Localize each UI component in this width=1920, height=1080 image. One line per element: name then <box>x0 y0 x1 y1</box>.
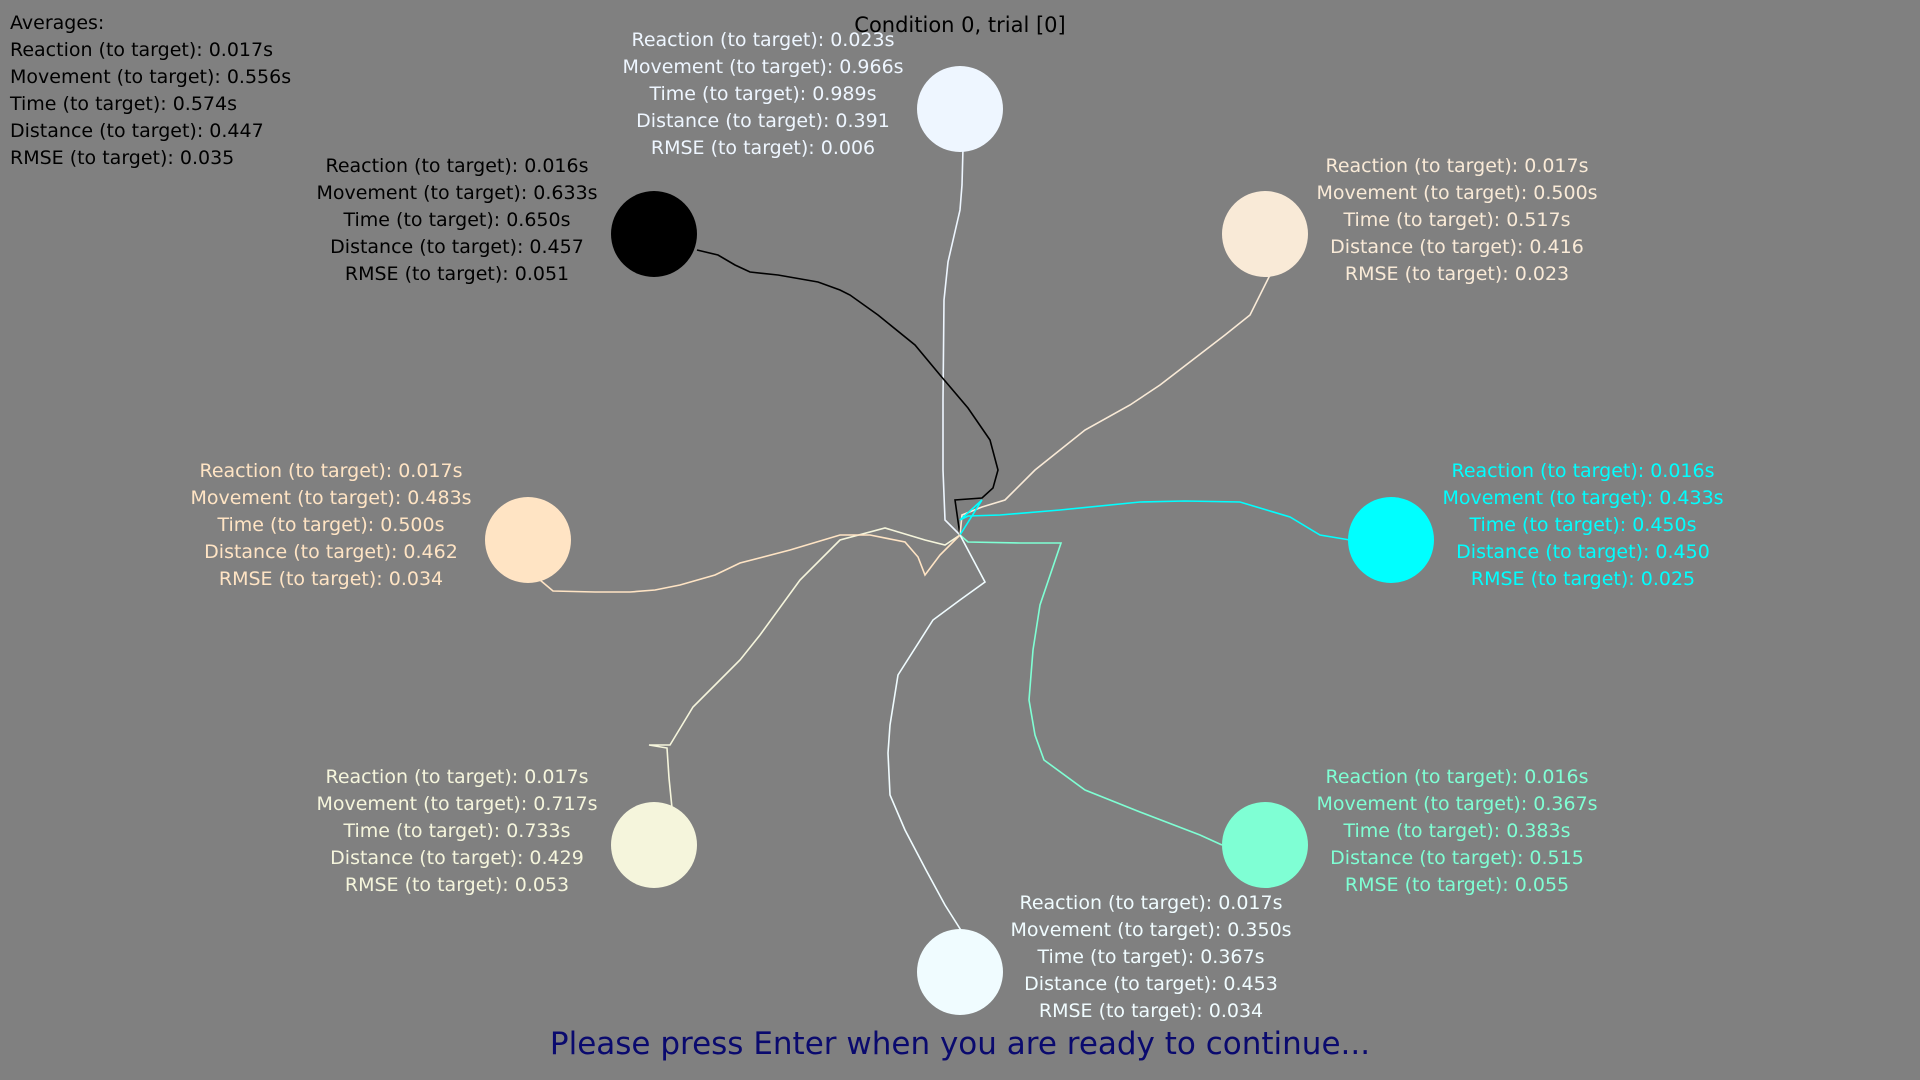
trajectory-top-right <box>959 273 1272 536</box>
stats-time: Time (to target): 0.733s <box>343 820 571 842</box>
trajectory-top-left <box>696 249 999 536</box>
stats-rmse: RMSE (to target): 0.051 <box>344 263 570 285</box>
stats-time: Time (to target): 0.517s <box>1343 209 1571 231</box>
target-left <box>485 497 571 583</box>
stats-distance: Distance (to target): 0.457 <box>330 236 584 258</box>
trajectory-right <box>959 499 1351 541</box>
stats-reaction: Reaction (to target): 0.023s <box>631 29 895 51</box>
averages-rmse: RMSE (to target): 0.035 <box>10 147 235 169</box>
stats-bottom: Reaction (to target): 0.017s Movement (t… <box>971 890 1331 1025</box>
averages-distance: Distance (to target): 0.447 <box>10 120 264 142</box>
stats-movement: Movement (to target): 0.633s <box>316 182 598 204</box>
stats-distance: Distance (to target): 0.391 <box>636 110 890 132</box>
target-bottom-left <box>611 802 697 888</box>
stats-time: Time (to target): 0.383s <box>1343 820 1571 842</box>
stats-movement: Movement (to target): 0.367s <box>1316 793 1598 815</box>
averages-heading: Averages: <box>10 12 105 34</box>
stats-rmse: RMSE (to target): 0.034 <box>1038 1000 1264 1022</box>
stats-right: Reaction (to target): 0.016s Movement (t… <box>1403 458 1763 593</box>
stats-top-right: Reaction (to target): 0.017s Movement (t… <box>1277 153 1637 288</box>
averages-panel: Averages: Reaction (to target): 0.017s M… <box>10 10 291 172</box>
stats-distance: Distance (to target): 0.450 <box>1456 541 1710 563</box>
stats-movement: Movement (to target): 0.966s <box>622 56 904 78</box>
trajectory-top <box>942 147 964 536</box>
target-bottom-right <box>1222 802 1308 888</box>
averages-reaction: Reaction (to target): 0.017s <box>10 39 274 61</box>
stats-rmse: RMSE (to target): 0.053 <box>344 874 570 896</box>
stats-top-left: Reaction (to target): 0.016s Movement (t… <box>277 153 637 288</box>
stats-bottom-right: Reaction (to target): 0.016s Movement (t… <box>1277 764 1637 899</box>
stats-top: Reaction (to target): 0.023s Movement (t… <box>583 27 943 162</box>
trajectory-bottom-left <box>648 527 961 809</box>
stats-rmse: RMSE (to target): 0.023 <box>1344 263 1570 285</box>
target-bottom <box>917 929 1003 1015</box>
stats-reaction: Reaction (to target): 0.016s <box>1325 766 1589 788</box>
stats-time: Time (to target): 0.989s <box>649 83 877 105</box>
stats-distance: Distance (to target): 0.462 <box>204 541 458 563</box>
stats-movement: Movement (to target): 0.717s <box>316 793 598 815</box>
stats-time: Time (to target): 0.650s <box>343 209 571 231</box>
stats-reaction: Reaction (to target): 0.016s <box>1451 460 1715 482</box>
target-right <box>1348 497 1434 583</box>
stats-rmse: RMSE (to target): 0.006 <box>650 137 876 159</box>
stats-reaction: Reaction (to target): 0.017s <box>325 766 589 788</box>
continue-prompt: Please press Enter when you are ready to… <box>549 1026 1371 1062</box>
stats-time: Time (to target): 0.367s <box>1037 946 1265 968</box>
stats-rmse: RMSE (to target): 0.025 <box>1470 568 1696 590</box>
stats-reaction: Reaction (to target): 0.017s <box>1019 892 1283 914</box>
stats-distance: Distance (to target): 0.515 <box>1330 847 1584 869</box>
stats-reaction: Reaction (to target): 0.017s <box>1325 155 1589 177</box>
stats-reaction: Reaction (to target): 0.017s <box>199 460 463 482</box>
stats-rmse: RMSE (to target): 0.034 <box>218 568 444 590</box>
condition-title: Condition 0, trial [0] <box>854 13 1066 37</box>
trajectory-bottom-right <box>959 534 1223 846</box>
target-top-right <box>1222 191 1308 277</box>
stats-distance: Distance (to target): 0.453 <box>1024 973 1278 995</box>
stats-movement: Movement (to target): 0.500s <box>1316 182 1598 204</box>
stats-time: Time (to target): 0.450s <box>1469 514 1697 536</box>
trajectory-bottom <box>887 534 987 936</box>
stats-time: Time (to target): 0.500s <box>217 514 445 536</box>
stats-reaction: Reaction (to target): 0.016s <box>325 155 589 177</box>
trajectory-left <box>539 534 961 593</box>
stats-distance: Distance (to target): 0.429 <box>330 847 584 869</box>
stats-rmse: RMSE (to target): 0.055 <box>1344 874 1570 896</box>
stats-movement: Movement (to target): 0.483s <box>190 487 472 509</box>
averages-time: Time (to target): 0.574s <box>10 93 237 115</box>
target-top <box>917 66 1003 152</box>
stats-distance: Distance (to target): 0.416 <box>1330 236 1584 258</box>
averages-movement: Movement (to target): 0.556s <box>10 66 292 88</box>
stats-movement: Movement (to target): 0.350s <box>1010 919 1292 941</box>
stats-movement: Movement (to target): 0.433s <box>1442 487 1724 509</box>
stats-bottom-left: Reaction (to target): 0.017s Movement (t… <box>277 764 637 899</box>
stats-left: Reaction (to target): 0.017s Movement (t… <box>151 458 511 593</box>
target-top-left <box>611 191 697 277</box>
